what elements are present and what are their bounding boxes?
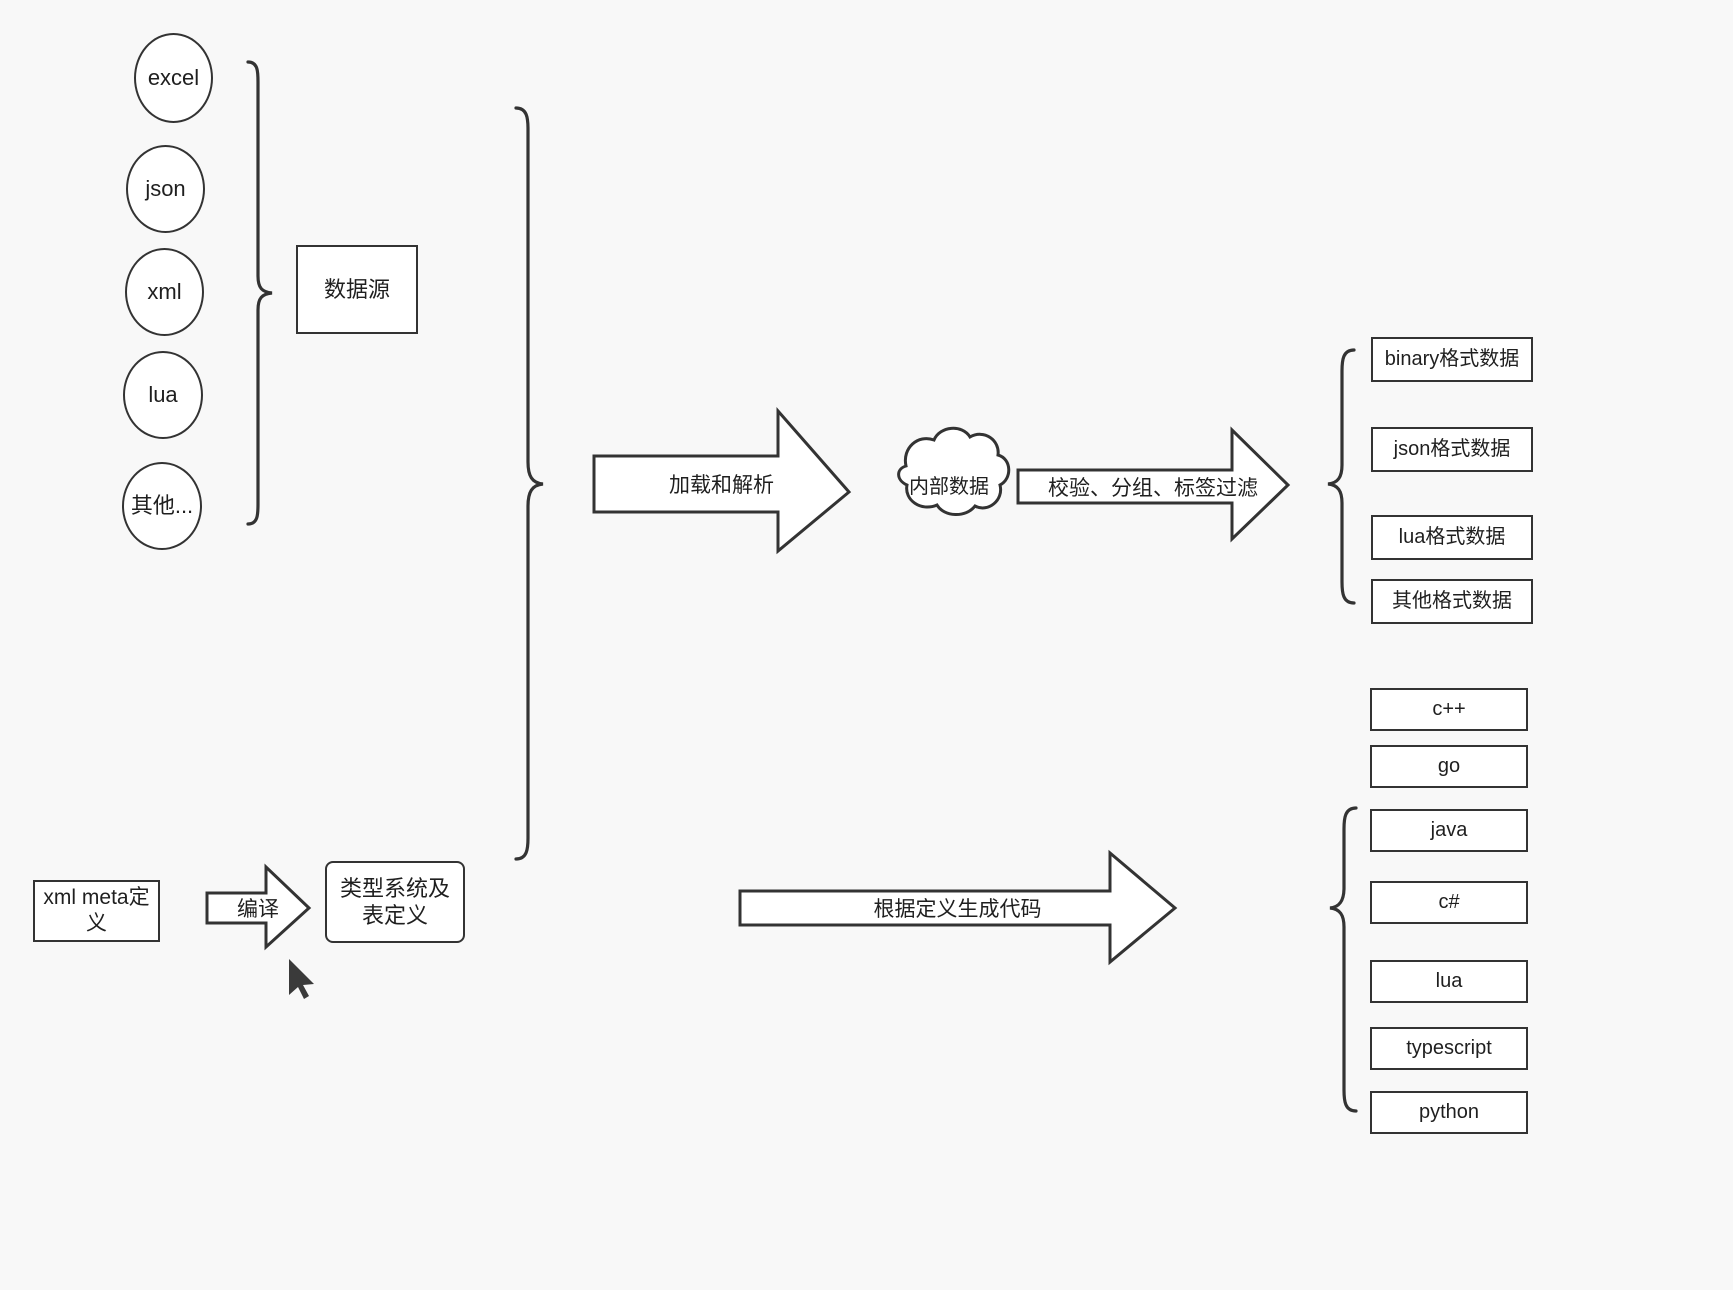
source-node-excel[interactable]: excel [134, 33, 213, 123]
language-box-cpp[interactable]: c++ [1370, 688, 1528, 731]
source-label: json [145, 176, 186, 202]
source-node-other[interactable]: 其他... [122, 462, 202, 550]
source-node-lua[interactable]: lua [123, 351, 203, 439]
language-box-csharp[interactable]: c# [1370, 881, 1528, 924]
brace-formats [1327, 348, 1356, 605]
output-format-label: binary格式数据 [1384, 348, 1520, 370]
language-label: typescript [1406, 1037, 1492, 1059]
source-label: xml [147, 279, 182, 305]
type-system-label: 类型系统及表定义 [339, 875, 450, 929]
xml-meta-definition-label: xml meta定义 [43, 885, 150, 935]
output-format-json[interactable]: json格式数据 [1371, 427, 1533, 472]
arrow-generate-code [738, 849, 1178, 966]
output-format-label: lua格式数据 [1398, 526, 1506, 548]
language-box-typescript[interactable]: typescript [1370, 1027, 1528, 1070]
language-box-lua[interactable]: lua [1370, 960, 1528, 1003]
language-label: python [1418, 1101, 1480, 1123]
mouse-cursor [289, 959, 314, 999]
language-label: go [1437, 755, 1461, 777]
arrow-validate-group-filter [1016, 426, 1291, 543]
output-format-other[interactable]: 其他格式数据 [1371, 579, 1533, 624]
language-box-java[interactable]: java [1370, 809, 1528, 852]
language-box-python[interactable]: python [1370, 1091, 1528, 1134]
source-label: excel [147, 65, 200, 91]
source-node-xml[interactable]: xml [125, 248, 204, 336]
language-label: c# [1438, 891, 1460, 913]
language-label: c++ [1432, 698, 1466, 720]
language-label: lua [1435, 970, 1463, 992]
arrow-load-parse [592, 407, 852, 555]
source-label: lua [148, 382, 178, 408]
type-system-box[interactable]: 类型系统及表定义 [325, 861, 465, 943]
language-box-go[interactable]: go [1370, 745, 1528, 788]
output-format-binary[interactable]: binary格式数据 [1371, 337, 1533, 382]
output-format-lua[interactable]: lua格式数据 [1371, 515, 1533, 560]
data-source-label: 数据源 [323, 276, 390, 302]
arrow-compile [205, 863, 312, 951]
data-source-box[interactable]: 数据源 [296, 245, 418, 334]
brace-inputs [514, 106, 544, 861]
source-node-json[interactable]: json [126, 145, 205, 233]
cloud-internal-data [897, 426, 1011, 516]
brace-sources [246, 60, 273, 526]
language-label: java [1430, 819, 1468, 841]
brace-languages [1329, 806, 1358, 1113]
output-format-label: 其他格式数据 [1392, 590, 1512, 612]
source-label: 其他... [130, 493, 194, 519]
xml-meta-definition-box[interactable]: xml meta定义 [33, 880, 160, 942]
output-format-label: json格式数据 [1393, 438, 1511, 460]
